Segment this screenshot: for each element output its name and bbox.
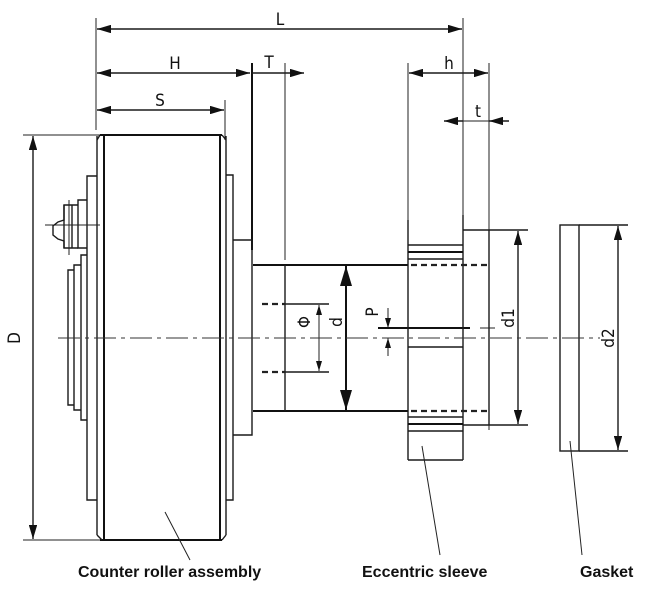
dim-label-d2: d2 <box>599 328 619 347</box>
dimension-S: S <box>97 91 226 140</box>
dim-label-D: D <box>5 332 25 344</box>
dimension-t: t <box>444 102 509 126</box>
leader-gasket <box>569 440 583 556</box>
label-gasket: Gasket <box>580 564 634 581</box>
label-eccentric-sleeve: Eccentric sleeve <box>362 564 488 581</box>
leader-eccentric-sleeve <box>421 445 441 556</box>
dim-label-T: T <box>263 53 274 73</box>
dim-label-S: S <box>155 91 165 111</box>
leader-counter-roller <box>164 511 191 561</box>
dimension-D: D <box>5 134 105 541</box>
dim-label-h: h <box>444 54 454 74</box>
dim-label-d1: d1 <box>499 308 519 327</box>
dimension-d2: d2 <box>599 226 623 450</box>
dim-label-P: P <box>363 307 383 316</box>
eccentric-sleeve <box>407 215 528 461</box>
dim-label-d: d <box>327 317 347 327</box>
dim-label-H: H <box>169 54 181 74</box>
dimension-H: H <box>97 54 250 78</box>
dimension-P: P <box>363 307 470 356</box>
dim-label-phi: Φ <box>295 316 315 328</box>
grease-nipple-icon <box>45 200 100 255</box>
dimension-d1: d1 <box>499 231 523 424</box>
dimension-T: T <box>251 53 304 260</box>
dimension-L: L <box>95 10 464 215</box>
dim-label-L: L <box>276 10 285 30</box>
label-counter-roller: Counter roller assembly <box>78 564 261 581</box>
dim-label-t: t <box>475 102 481 122</box>
